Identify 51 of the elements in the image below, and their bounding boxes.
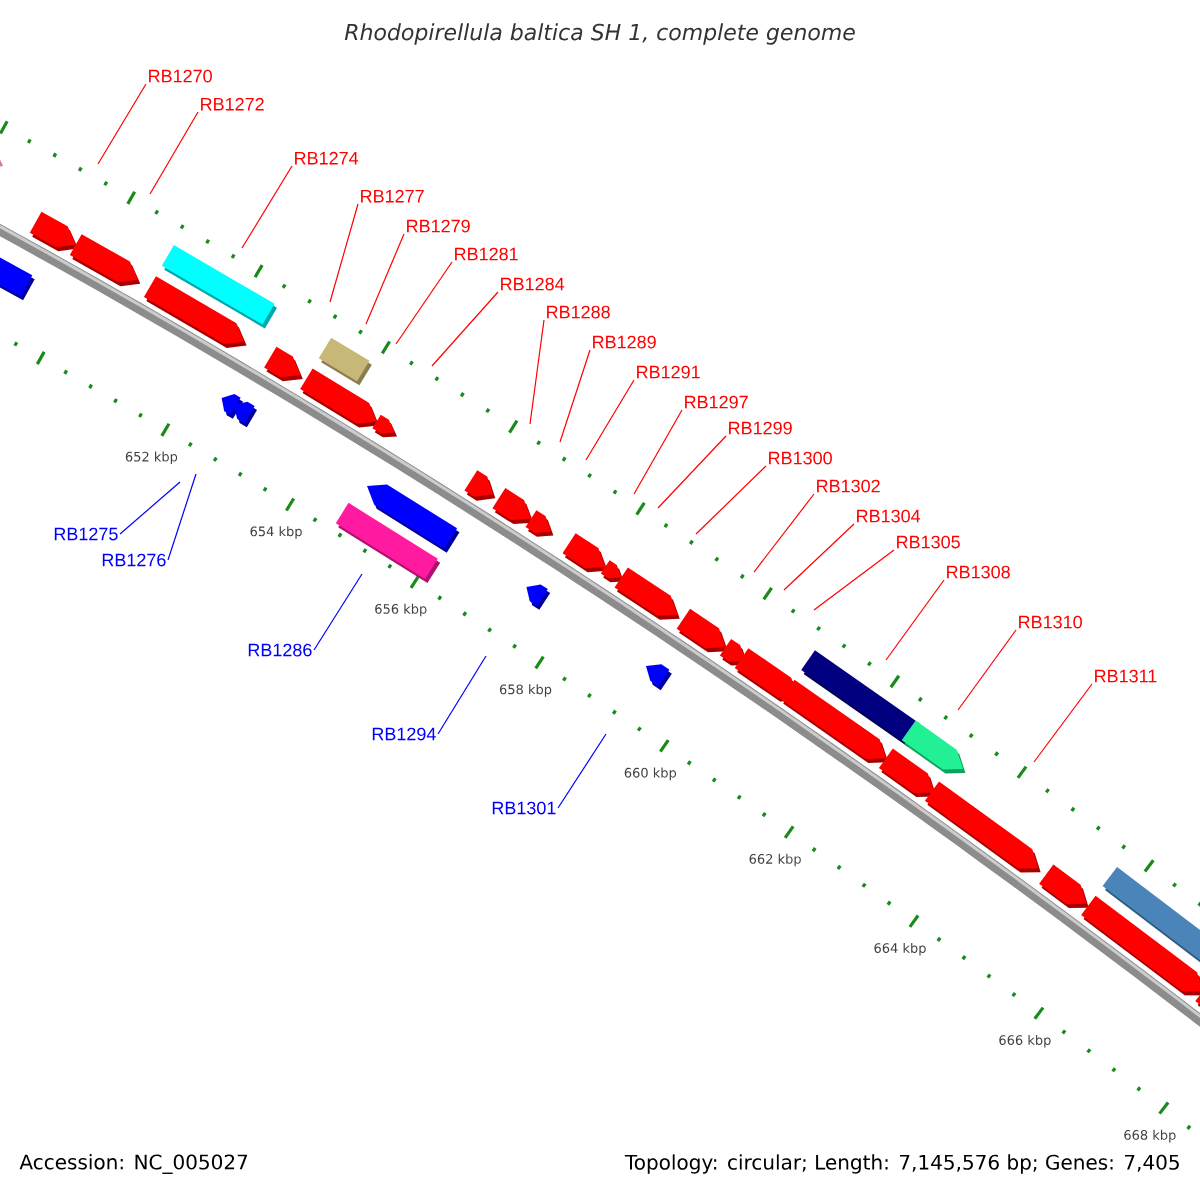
gene-label: RB1311 bbox=[1095, 669, 1157, 683]
leader-line bbox=[885, 579, 945, 661]
gene-label: RB1286 bbox=[248, 643, 312, 657]
leader-line bbox=[329, 203, 359, 303]
gene-label: RB1288 bbox=[547, 305, 610, 319]
leader-line bbox=[437, 655, 487, 735]
gene-label: RB1300 bbox=[769, 451, 832, 465]
leader-line bbox=[241, 165, 293, 249]
leader-line bbox=[97, 83, 147, 165]
leader-line bbox=[585, 379, 635, 461]
leader-line bbox=[657, 435, 727, 509]
leader-line bbox=[529, 319, 545, 425]
title: Rhodopirellula baltica SH 1, complete genome bbox=[344, 23, 855, 45]
gene-label: RB1279 bbox=[407, 219, 470, 233]
leader-line bbox=[313, 573, 363, 651]
leader-line bbox=[431, 291, 499, 367]
gene-label: RB1304 bbox=[857, 509, 921, 523]
gene-label: RB1275 bbox=[54, 527, 118, 541]
gene-label: RB1284 bbox=[501, 277, 565, 291]
leader-line bbox=[633, 409, 683, 495]
leader-line bbox=[783, 523, 855, 591]
gene-label: RB1299 bbox=[729, 421, 792, 435]
gene-label: RB1281 bbox=[455, 247, 518, 261]
leader-line bbox=[559, 349, 591, 443]
leader-line bbox=[365, 233, 405, 325]
gene-label: RB1272 bbox=[201, 97, 264, 111]
leader-line bbox=[695, 465, 767, 535]
leader-line bbox=[167, 473, 197, 561]
gene-label: RB1302 bbox=[817, 479, 880, 493]
leader-line bbox=[753, 493, 815, 573]
gene-label: RB1301 bbox=[492, 801, 556, 815]
gene-label: RB1294 bbox=[372, 727, 436, 741]
leader-line bbox=[149, 111, 199, 195]
leader-line bbox=[813, 549, 895, 611]
gene-label: RB1305 bbox=[897, 535, 960, 549]
gene-label: RB1291 bbox=[637, 365, 700, 379]
gene-label: RB1297 bbox=[685, 395, 748, 409]
gene-label: RB1277 bbox=[361, 189, 424, 203]
leader-line bbox=[395, 261, 453, 345]
leader-line bbox=[957, 629, 1017, 711]
leader-line bbox=[557, 733, 607, 809]
gene-label: RB1289 bbox=[593, 335, 656, 349]
gene-label: RB1310 bbox=[1019, 615, 1082, 629]
leader-line bbox=[119, 481, 181, 535]
gene-label: RB1308 bbox=[947, 565, 1010, 579]
leader-line bbox=[1033, 683, 1093, 763]
gene-label: RB1276 bbox=[102, 553, 166, 567]
gene-label: RB1270 bbox=[149, 69, 212, 83]
gene-label: RB1274 bbox=[295, 151, 359, 165]
footer-text: Topology: circular; Length: 7,145,576 bp; Genes: 7,405 bbox=[624, 1154, 1179, 1174]
footer-text: Accession: NC_005027 bbox=[19, 1154, 248, 1174]
